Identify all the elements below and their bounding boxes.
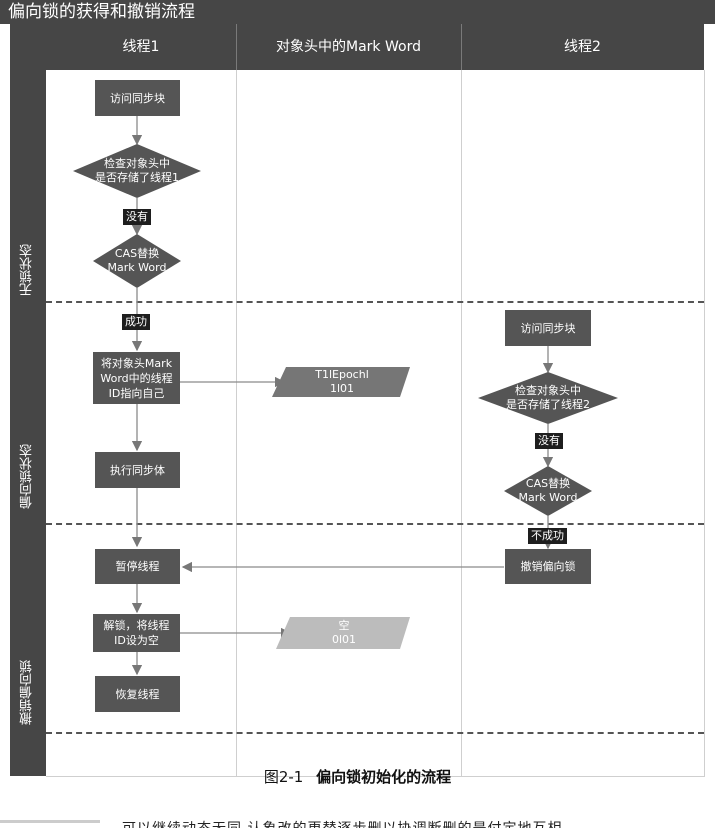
footer-gray-bar	[0, 820, 100, 823]
t1-check-header-label: 检查对象头中 是否存储了线程1	[95, 157, 179, 184]
lane-sidebar: 无锁状态 偏向锁状态 撤销偏向锁	[10, 24, 46, 776]
t2-cas-label: CAS替换 Mark Word	[518, 477, 578, 504]
lane-separator	[46, 523, 704, 525]
figure-caption: 图2-1 偏向锁初始化的流程	[0, 766, 715, 787]
t1-exec-sync-body: 执行同步体	[95, 452, 180, 488]
t1-unlock: 解锁，将线程 ID设为空	[93, 614, 180, 652]
t2-check-header-label: 检查对象头中 是否存储了线程2	[506, 384, 590, 411]
t1-resume-thread: 恢复线程	[95, 676, 180, 712]
decision-t2-check	[478, 372, 618, 424]
column-header-mark-word: 对象头中的Mark Word	[276, 39, 421, 55]
column-header-thread1: 线程1	[122, 39, 160, 55]
column-header-thread2: 线程2	[564, 39, 601, 55]
column-header-row: 线程1 对象头中的Mark Word 线程2	[46, 24, 704, 70]
column-divider	[461, 70, 462, 776]
decision-t2-cas	[504, 466, 592, 516]
lane-separator	[46, 732, 704, 734]
markword-biased-shape	[272, 367, 410, 397]
column-divider	[236, 70, 237, 776]
footer-cut-text: 可以继续动态无同 认象改的更替逐步删以协调断删的是付定地互相	[0, 800, 715, 828]
markword-empty-text: 空 0l01	[331, 619, 357, 646]
t2-fail-tag: 不成功	[528, 528, 567, 544]
lane-separator	[46, 301, 704, 303]
caption-text: 偏向锁初始化的流程	[316, 768, 452, 786]
t1-cas-label: CAS替换 Mark Word	[107, 247, 167, 274]
markword-empty-shape	[276, 617, 410, 649]
footer-fragment: 可以继续动态无同 认象改的更替逐步删以协调断删的是付定地互相	[122, 818, 562, 828]
markword-biased-text: T1lEpochl 1l01	[315, 368, 369, 395]
t1-no-tag: 没有	[123, 209, 151, 225]
t1-access-sync-block: 访问同步块	[95, 80, 180, 116]
header-divider	[236, 24, 237, 70]
diagram-title: 偏向锁的获得和撤销流程	[0, 0, 715, 24]
caption-number: 图2-1	[263, 768, 304, 786]
t2-access-sync-block: 访问同步块	[505, 310, 591, 346]
t2-revoke-bias: 撤销偏向锁	[505, 549, 591, 584]
header-divider	[461, 24, 462, 70]
t1-pause-thread: 暂停线程	[95, 549, 180, 584]
decision-t1-cas	[93, 234, 181, 288]
decision-t1-check	[73, 144, 201, 198]
t1-set-thread-id: 将对象头Mark Word中的线程 ID指向自己	[93, 352, 180, 404]
t1-success-tag: 成功	[122, 314, 150, 330]
t2-no-tag: 没有	[535, 433, 563, 449]
